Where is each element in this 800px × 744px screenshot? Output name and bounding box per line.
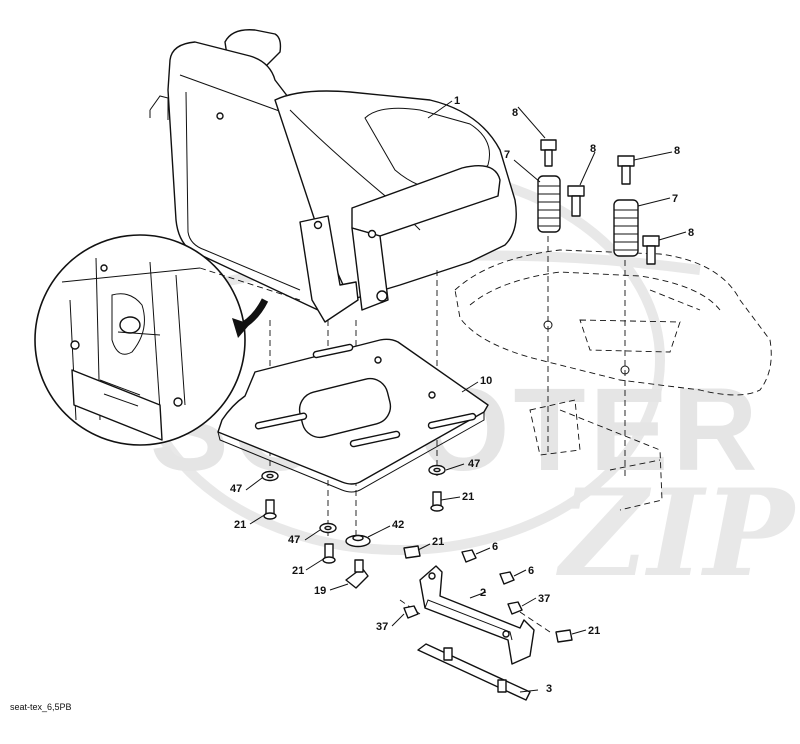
washer-47-right xyxy=(428,464,446,476)
callout-2: 2 xyxy=(480,587,486,599)
callout-8-b: 8 xyxy=(590,143,596,155)
spring-7-right xyxy=(613,199,639,257)
callout-21-d: 21 xyxy=(292,565,304,577)
seat xyxy=(149,29,517,323)
bolt-8-b xyxy=(567,185,585,217)
callout-21-a: 21 xyxy=(462,491,474,503)
callout-8-c: 8 xyxy=(674,145,680,157)
diagram-code: seat-tex_6,5PB xyxy=(10,702,72,712)
callout-6-b: 6 xyxy=(528,565,534,577)
bolt-21-right xyxy=(430,491,444,512)
nut-6-b xyxy=(499,571,515,585)
nut-37-b xyxy=(507,601,523,615)
washer-47-center xyxy=(319,522,337,534)
callout-1: 1 xyxy=(454,95,460,107)
callout-37-b: 37 xyxy=(376,621,388,633)
leader-lines xyxy=(245,100,687,693)
callout-47-a: 47 xyxy=(468,458,480,470)
nut-6-a xyxy=(461,549,477,563)
spring-7-left xyxy=(537,175,561,233)
callout-21-e: 21 xyxy=(588,625,600,637)
plate-3 xyxy=(417,643,531,701)
callout-6-a: 6 xyxy=(492,541,498,553)
nut-37-a xyxy=(403,605,419,619)
bumper-42 xyxy=(345,534,371,548)
callout-47-b: 47 xyxy=(230,483,242,495)
bolt-8-d xyxy=(642,235,660,265)
knob-19 xyxy=(345,559,369,589)
bolt-21-left xyxy=(263,499,277,520)
callout-42: 42 xyxy=(392,519,404,531)
callout-8-a: 8 xyxy=(512,107,518,119)
callout-3: 3 xyxy=(546,683,552,695)
callout-47-c: 47 xyxy=(288,534,300,546)
detail-view xyxy=(34,234,301,446)
callout-21-c: 21 xyxy=(432,536,444,548)
watermark-script: ZIP xyxy=(556,463,798,604)
callout-8-d: 8 xyxy=(688,227,694,239)
bracket-2 xyxy=(419,565,535,665)
callout-7-a: 7 xyxy=(504,149,510,161)
callout-37-a: 37 xyxy=(538,593,550,605)
bolt-8-c xyxy=(617,155,635,185)
washer-47-left xyxy=(261,470,279,482)
bolt-21-center xyxy=(322,543,336,564)
callout-19: 19 xyxy=(314,585,326,597)
seat-plate xyxy=(217,338,489,493)
bolt-21-bracket-a xyxy=(403,545,421,559)
callout-21-b: 21 xyxy=(234,519,246,531)
callout-labels: 1 8 8 8 7 7 8 10 47 47 21 21 42 47 21 6 … xyxy=(230,95,694,695)
bolt-8-a xyxy=(540,139,557,167)
callout-7-b: 7 xyxy=(672,193,678,205)
callout-10: 10 xyxy=(480,375,492,387)
bolt-21-bracket-b xyxy=(555,629,573,643)
